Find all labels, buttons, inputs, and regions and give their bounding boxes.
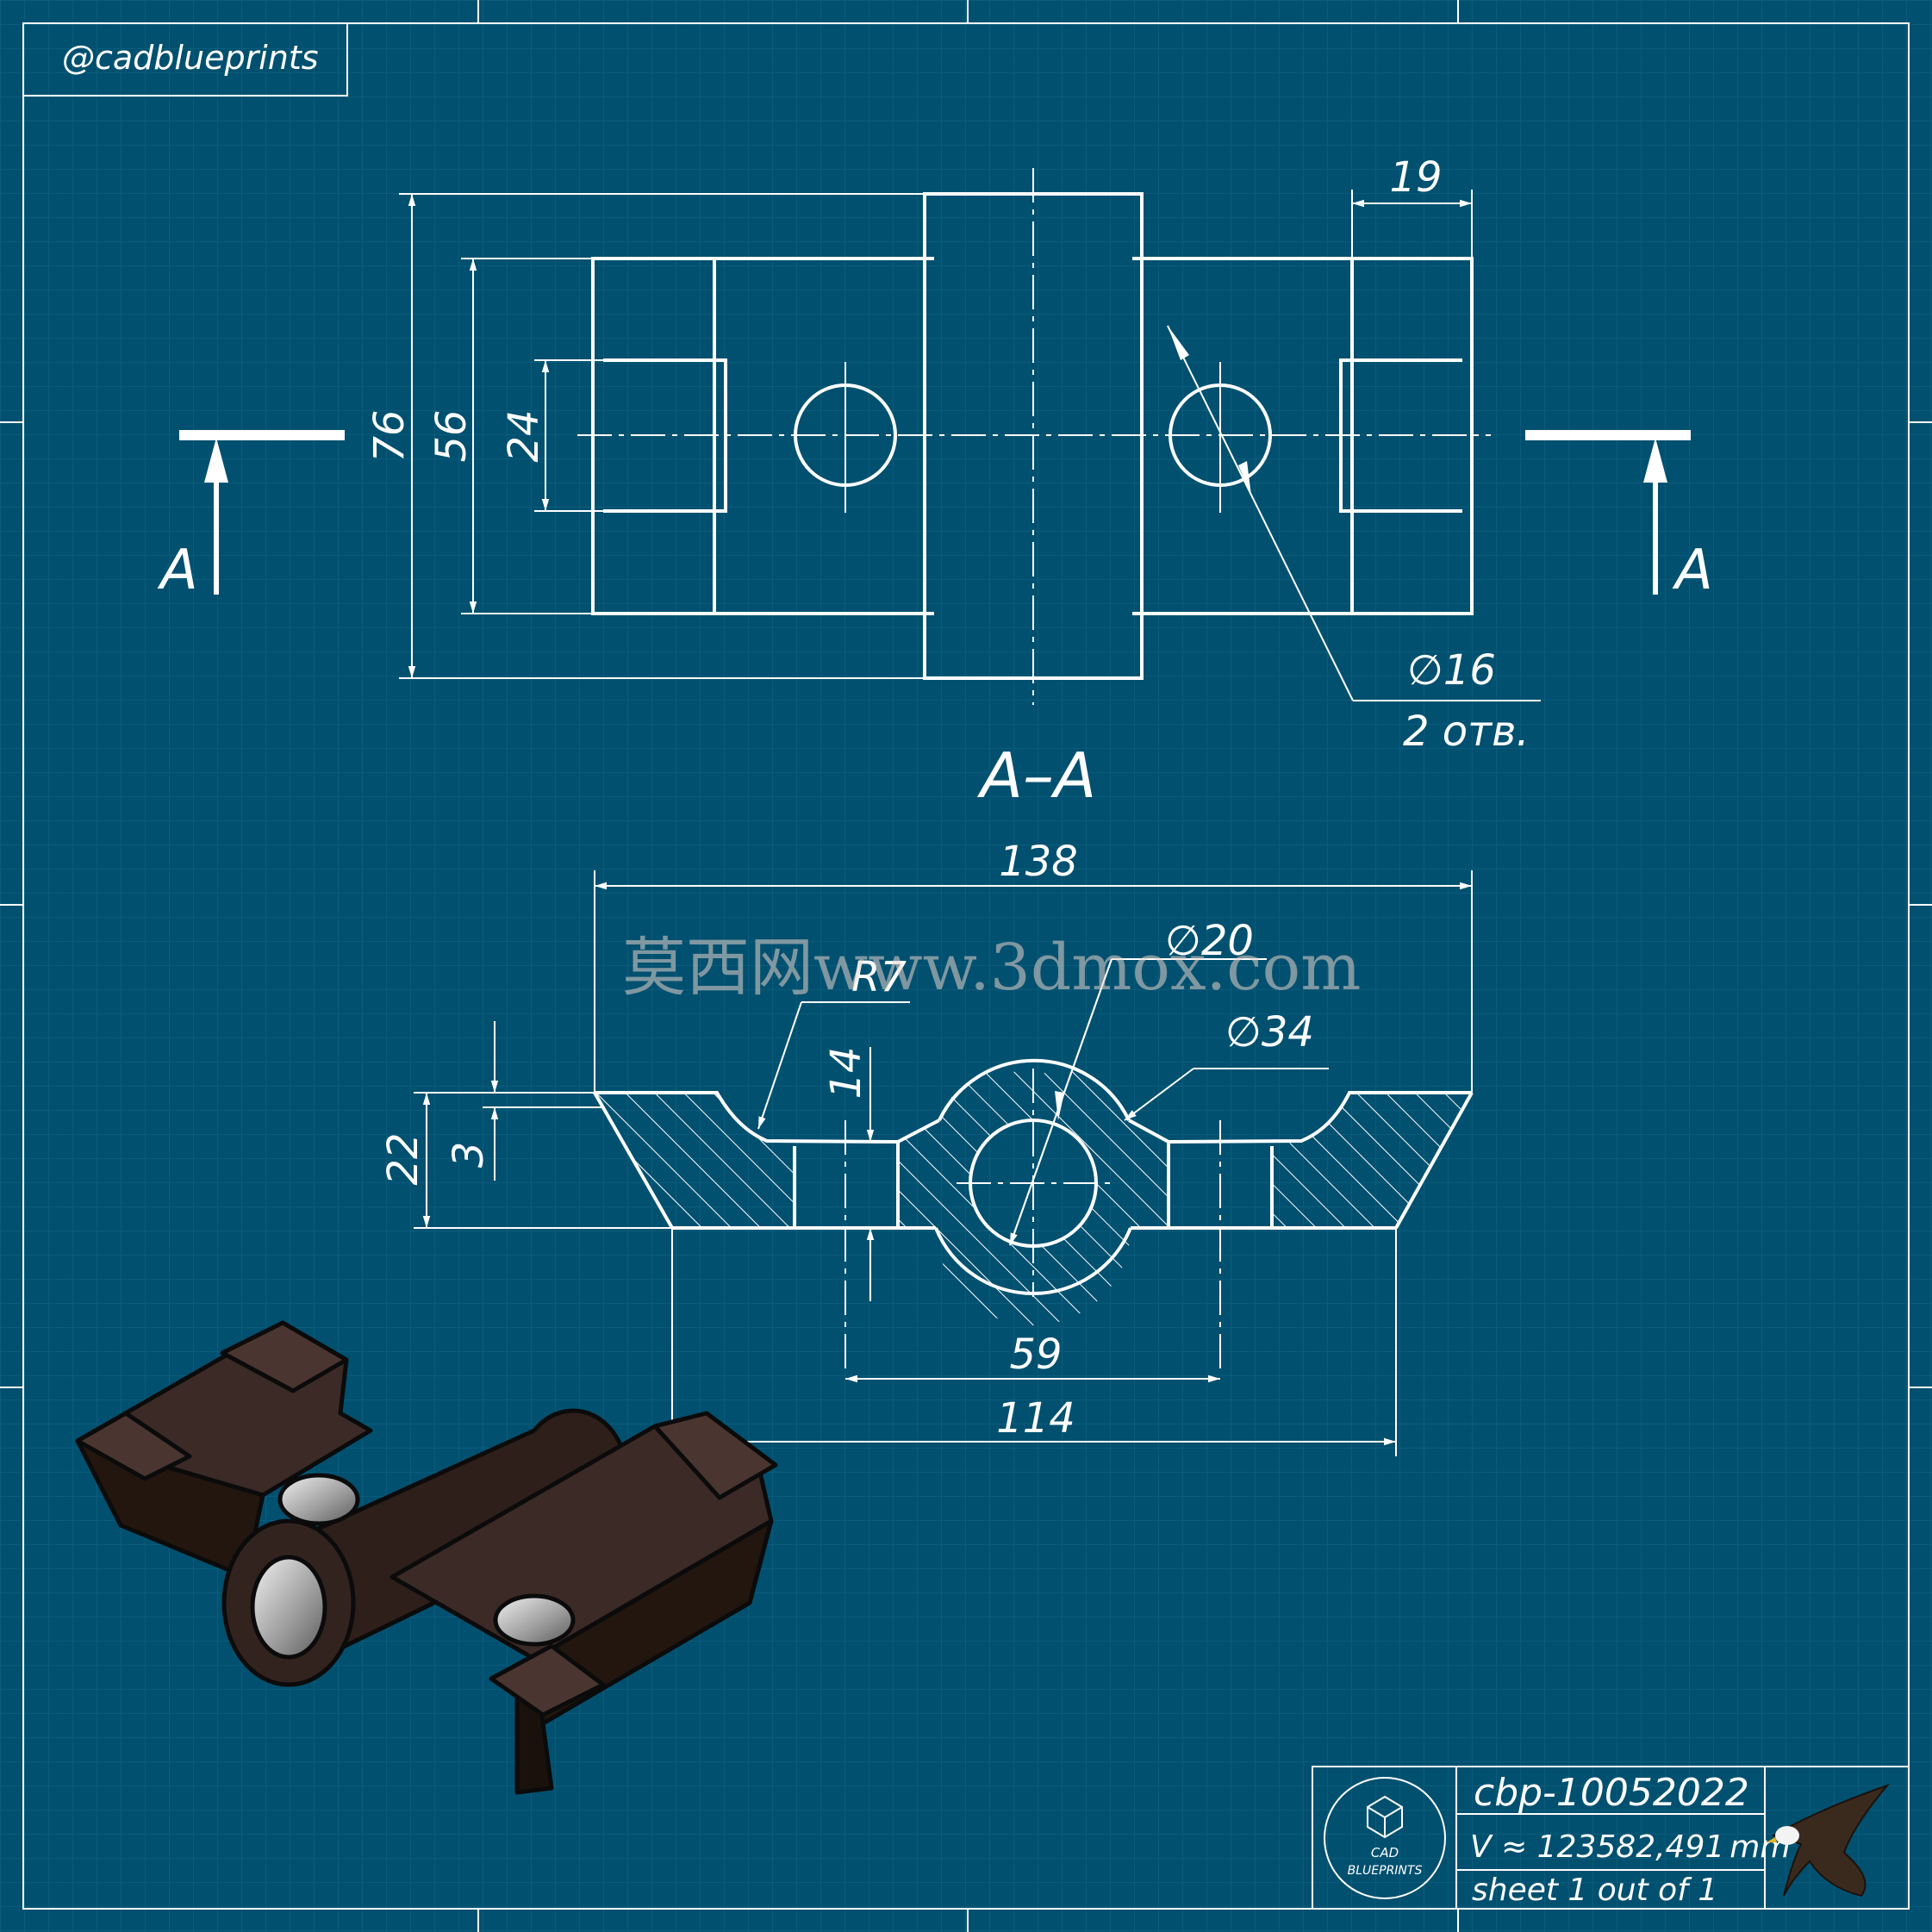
note-hole-diameter: ∅16 xyxy=(1407,646,1496,695)
dim-lug-width: 19 xyxy=(1389,153,1442,202)
sheet-info: sheet 1 out of 1 xyxy=(1472,1873,1717,1908)
cad-blueprints-logo: CAD BLUEPRINTS xyxy=(1324,1777,1446,1899)
dim-body-height: 56 xyxy=(427,409,476,462)
dim-slot-height: 24 xyxy=(500,409,548,462)
dim-overall-height: 76 xyxy=(365,409,414,462)
logo-text-blueprints: BLUEPRINTS xyxy=(1348,1864,1423,1878)
top-view: 76 56 24 19 ∅16 2 отв. A xyxy=(157,153,1713,756)
dim-base-length: 114 xyxy=(996,1394,1075,1443)
dim-wall: 14 xyxy=(822,1046,870,1099)
section-letter-right: A xyxy=(1672,539,1713,602)
dim-total-length: 138 xyxy=(999,838,1078,886)
dim-height: 22 xyxy=(379,1132,427,1185)
handle-label: @cadblueprints xyxy=(62,39,319,77)
isometric-part-render xyxy=(75,1320,778,1795)
section-title: A–A xyxy=(977,739,1097,812)
watermark: 莫西网www.3dmox.com xyxy=(622,931,1361,1005)
section-marker-left: A xyxy=(157,430,345,602)
logo-text-cad: CAD xyxy=(1371,1845,1399,1860)
title-block: CAD BLUEPRINTS cbp-10052022 V ≈ 123582,4… xyxy=(1312,1766,1910,1910)
dim-bore-diameter: ∅20 xyxy=(1165,917,1254,965)
note-hole-count: 2 отв. xyxy=(1403,707,1530,756)
section-letter-left: A xyxy=(157,539,198,602)
section-marker-right: A xyxy=(1525,430,1713,602)
dim-boss-diameter: ∅34 xyxy=(1225,1008,1314,1056)
volume-value: V ≈ 123582,491mm3 xyxy=(1470,1827,1804,1865)
section-view: 138 R7 ∅20 ∅34 14 22 3 59 xyxy=(379,838,1474,1456)
dim-step: 3 xyxy=(445,1142,493,1169)
eagle-icon xyxy=(1767,1783,1891,1898)
handle-box: @cadblueprints xyxy=(22,22,348,97)
dim-hole-spacing: 59 xyxy=(1009,1331,1062,1379)
dim-radius: R7 xyxy=(851,953,907,1001)
drawing-code: cbp-10052022 xyxy=(1474,1771,1749,1815)
